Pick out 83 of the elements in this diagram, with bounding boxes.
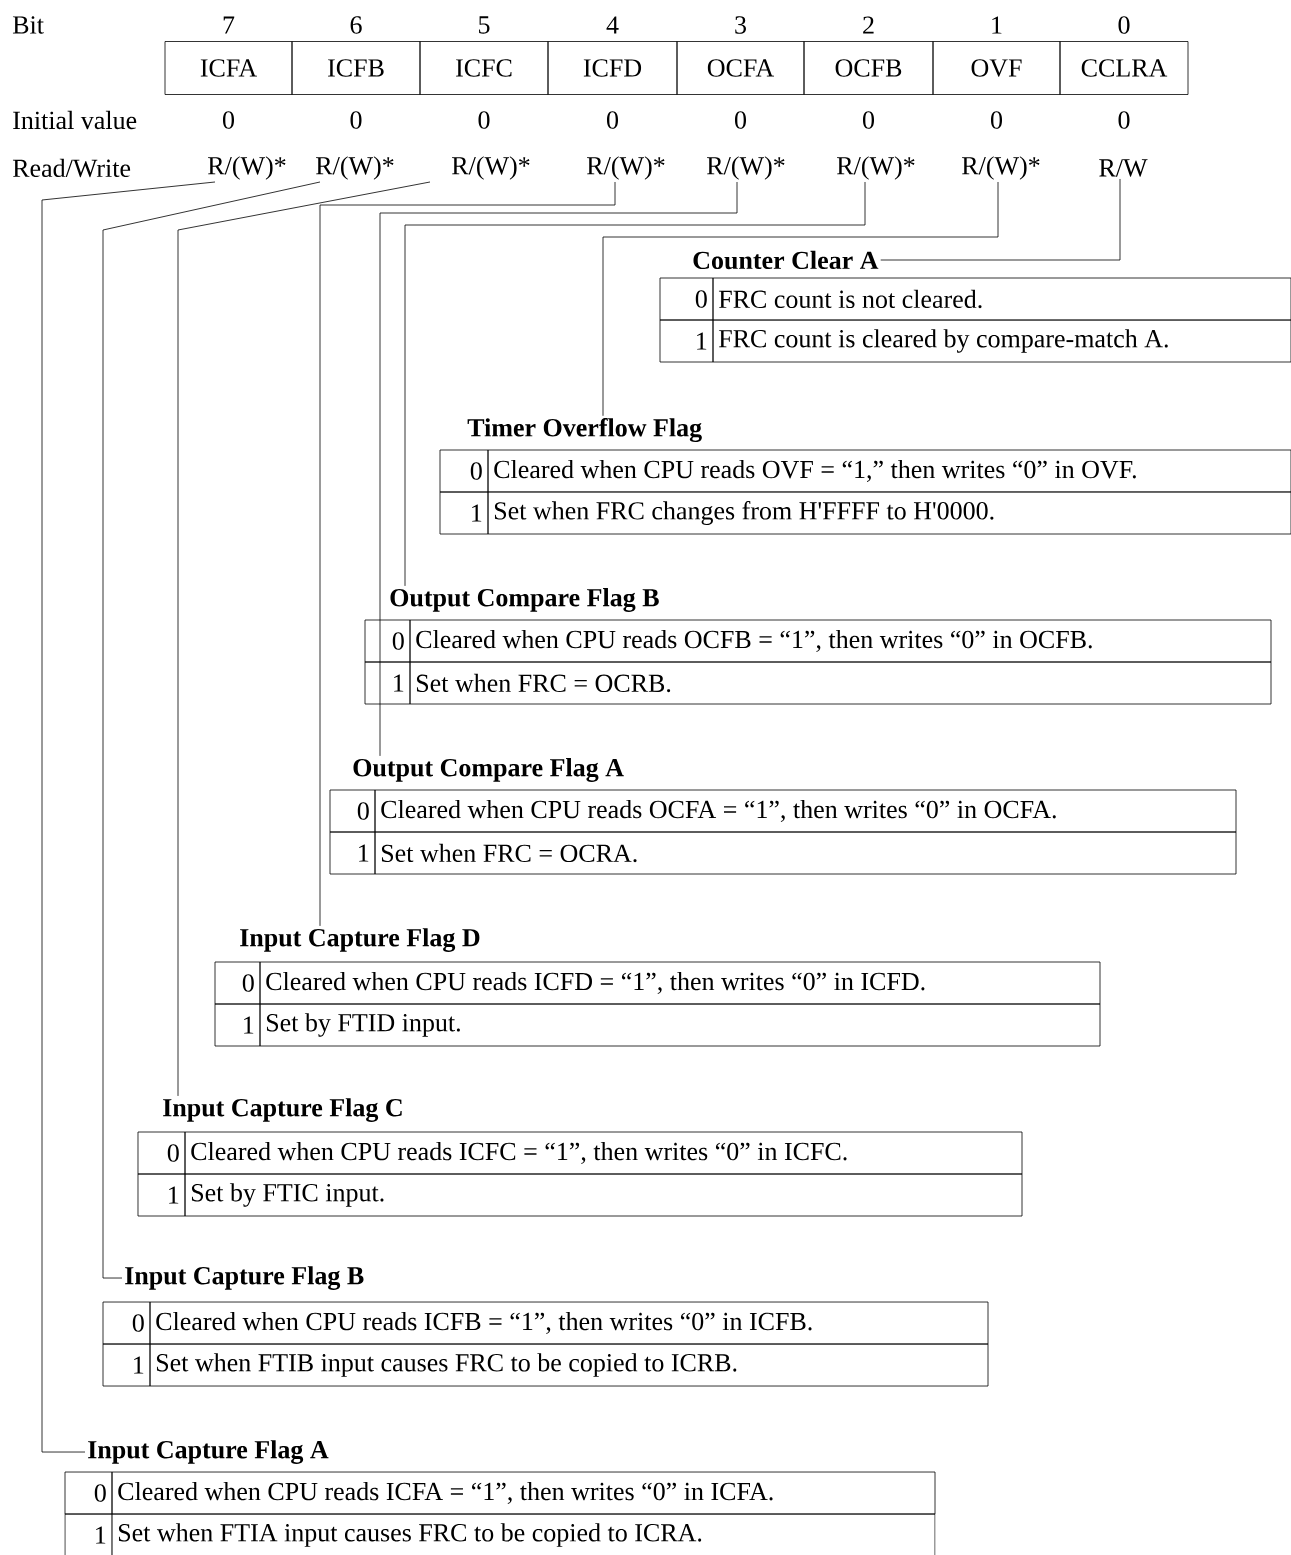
description-cell: Set by FTIC input. xyxy=(184,1173,1023,1217)
description-cell: Cleared when CPU reads OCFB = “1”, then writes “0” in OCFB. xyxy=(409,619,1272,663)
table-heading: Counter Clear A xyxy=(693,250,879,270)
initial-value: 0 xyxy=(223,111,234,129)
register-bit-cell: CCLRA xyxy=(1059,41,1189,95)
row-label: Initial value xyxy=(13,110,137,130)
bit-value-cell: 0 xyxy=(329,789,376,833)
description-cell: Cleared when CPU reads ICFA = “1”, then writes “0” in ICFA. xyxy=(111,1471,936,1515)
bit-value-cell: 1 xyxy=(214,1003,261,1047)
leader-line xyxy=(177,181,431,1097)
description-cell: Set by FTID input. xyxy=(259,1003,1101,1047)
bit-number: 5 xyxy=(479,16,490,34)
description-cell: Cleared when CPU reads OVF = “1,” then writes “0” in OVF. xyxy=(487,449,1291,493)
bit-value-cell: 0 xyxy=(439,449,489,493)
bit-value-cell: 0 xyxy=(659,277,714,321)
bit-value-cell: 0 xyxy=(64,1471,113,1515)
bit-number: 2 xyxy=(863,16,874,34)
access-label: R/W xyxy=(1099,159,1148,177)
leader-line xyxy=(602,181,999,417)
bit-number: 1 xyxy=(992,16,1002,34)
initial-value: 0 xyxy=(863,111,874,129)
access-label: R/(W)* xyxy=(707,156,785,180)
table-heading: Input Capture Flag D xyxy=(240,928,480,952)
bit-value-cell: 1 xyxy=(439,491,489,535)
bit-value-cell: 1 xyxy=(137,1173,186,1217)
table-heading: Input Capture Flag C xyxy=(163,1098,402,1122)
register-bit-cell: OCFB xyxy=(803,41,934,95)
access-label: R/(W)* xyxy=(587,156,665,180)
description-cell: FRC count is cleared by compare-match A. xyxy=(712,319,1291,363)
table-heading: Input Capture Flag B xyxy=(125,1266,364,1290)
table-heading: Output Compare Flag A xyxy=(353,758,624,782)
bit-value-cell: 0 xyxy=(364,619,411,663)
register-bit-cell: ICFA xyxy=(164,41,293,95)
bit-number: 6 xyxy=(350,16,362,34)
bit-value-cell: 1 xyxy=(329,831,376,875)
bit-value-cell: 1 xyxy=(64,1513,113,1555)
table-heading: Output Compare Flag B xyxy=(390,588,659,612)
bit-value-cell: 1 xyxy=(659,319,714,363)
description-cell: Set when FTIA input causes FRC to be copied to ICRA. xyxy=(111,1513,936,1555)
access-label: R/(W)* xyxy=(316,156,394,180)
access-label: R/(W)* xyxy=(837,156,915,180)
bit-value-cell: 0 xyxy=(102,1301,151,1345)
description-cell: Set when FTIB input causes FRC to be copied to ICRB. xyxy=(149,1343,989,1387)
leader-line xyxy=(102,181,321,1279)
initial-value: 0 xyxy=(478,111,490,129)
initial-value: 0 xyxy=(607,111,618,129)
description-cell: Cleared when CPU reads ICFC = “1”, then writes “0” in ICFC. xyxy=(184,1131,1023,1175)
bit-number: 3 xyxy=(735,16,746,34)
row-label: Bit xyxy=(12,16,44,34)
table-heading: Timer Overflow Flag xyxy=(467,418,702,443)
leader-line xyxy=(41,181,216,1453)
description-cell: FRC count is not cleared. xyxy=(712,277,1291,321)
leader-line xyxy=(379,181,738,757)
register-bit-cell: ICFB xyxy=(291,41,421,95)
access-label: R/(W)* xyxy=(208,156,286,180)
register-bit-cell: ICFC xyxy=(419,41,549,95)
bit-number: 4 xyxy=(606,16,619,34)
description-cell: Set when FRC = OCRA. xyxy=(374,831,1237,875)
register-bit-cell: ICFD xyxy=(547,41,678,95)
initial-value: 0 xyxy=(735,111,746,129)
access-label: R/(W)* xyxy=(452,156,530,180)
leader-line xyxy=(319,181,616,927)
description-cell: Set when FRC = OCRB. xyxy=(409,661,1272,705)
bit-number: 7 xyxy=(223,16,235,34)
bit-value-cell: 0 xyxy=(137,1131,186,1175)
bit-value-cell: 0 xyxy=(214,961,261,1005)
description-cell: Cleared when CPU reads ICFD = “1”, then writes “0” in ICFD. xyxy=(259,961,1101,1005)
bit-value-cell: 1 xyxy=(364,661,411,705)
description-cell: Cleared when CPU reads ICFB = “1”, then writes “0” in ICFB. xyxy=(149,1301,989,1345)
row-label: Read/Write xyxy=(12,158,131,178)
initial-value: 0 xyxy=(991,111,1002,129)
register-bit-cell: OCFA xyxy=(676,41,805,95)
leader-line xyxy=(404,181,866,587)
access-label: R/(W)* xyxy=(962,156,1040,180)
bit-number: 0 xyxy=(1118,16,1130,34)
register-bit-cell: OVF xyxy=(932,41,1061,95)
initial-value: 0 xyxy=(1118,111,1130,129)
bit-value-cell: 1 xyxy=(102,1343,151,1387)
initial-value: 0 xyxy=(350,111,362,129)
leader-line xyxy=(880,178,1121,261)
description-cell: Set when FRC changes from H'FFFF to H'0000. xyxy=(487,491,1291,535)
table-heading: Input Capture Flag A xyxy=(88,1440,329,1464)
description-cell: Cleared when CPU reads OCFA = “1”, then writes “0” in OCFA. xyxy=(374,789,1237,833)
